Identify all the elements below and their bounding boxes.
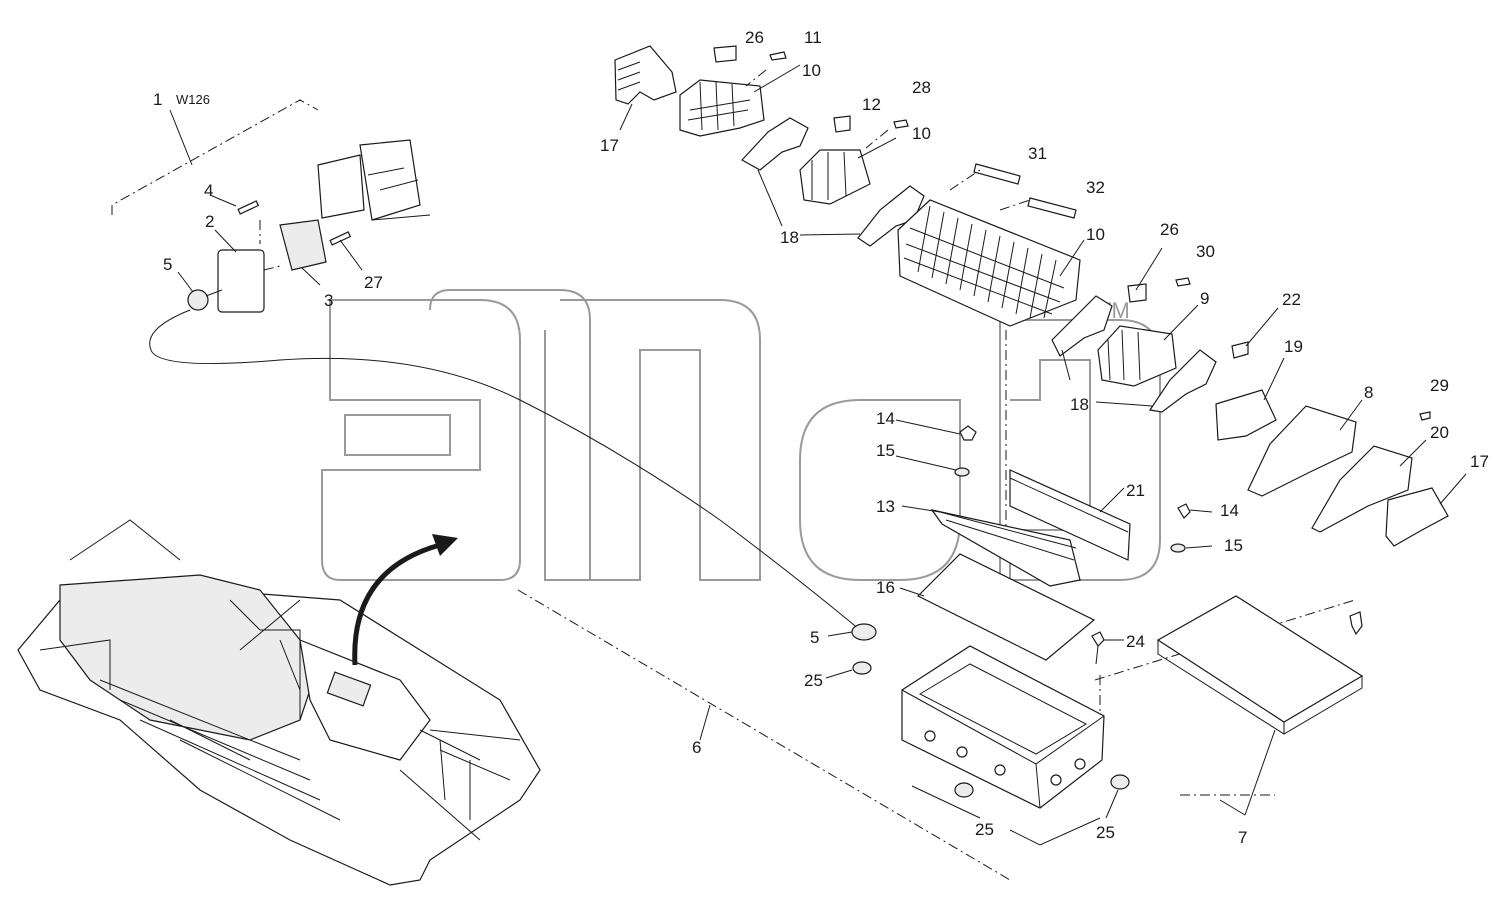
callout-17b: 17 [1470, 452, 1489, 471]
callout-14b: 14 [1220, 501, 1239, 520]
terminal-block-group-right [1051, 277, 1449, 547]
enclosure-box [851, 623, 1130, 809]
callout-1: 1 [153, 90, 162, 109]
plug-25a [852, 661, 872, 675]
callout-9: 9 [1200, 289, 1209, 308]
protective-cap [359, 139, 421, 221]
terminal-block-group-top [614, 45, 925, 247]
end-plate-18d [1148, 349, 1217, 413]
callout-10a: 10 [802, 61, 821, 80]
mounting-hardware [916, 425, 1191, 661]
label-30 [1175, 277, 1191, 287]
din-rail-13 [930, 509, 1081, 587]
washer-15b [1170, 543, 1186, 553]
callout-16: 16 [876, 578, 895, 597]
callout-26a: 26 [745, 28, 764, 47]
marker-strip-31 [973, 163, 1021, 185]
callout-2: 2 [205, 212, 214, 231]
callout-22: 22 [1282, 290, 1301, 309]
callout-10c: 10 [1086, 225, 1105, 244]
terminal-strip-10c [897, 163, 1081, 560]
plug-25b [954, 782, 974, 798]
screw-14a [959, 425, 977, 441]
callout-29: 29 [1430, 376, 1449, 395]
group-bracket-6 [517, 589, 1011, 881]
marker-22 [1231, 341, 1249, 359]
callout-10b: 10 [912, 124, 931, 143]
callout-26b: 26 [1160, 220, 1179, 239]
callout-28: 28 [912, 78, 931, 97]
junction-box-location [326, 671, 372, 707]
mounting-plate-16 [916, 553, 1096, 661]
end-plate-18c [1051, 295, 1113, 357]
callout-11: 11 [804, 28, 822, 47]
harness-code-label: W126 [176, 92, 210, 107]
terminal-8 [1247, 405, 1357, 497]
label-28 [893, 119, 909, 129]
pin-27 [329, 231, 352, 246]
callout-labels: 1 W126 2 3 4 5 5 6 7 8 9 10 10 10 11 12 … [153, 28, 1489, 847]
callout-6: 6 [692, 738, 701, 757]
screw-24 [1091, 631, 1105, 647]
callout-3: 3 [324, 291, 333, 310]
cable-gland-5a [187, 289, 209, 311]
callout-25b: 25 [975, 820, 994, 839]
callout-18b: 18 [1070, 395, 1089, 414]
end-clamp-17a [614, 45, 677, 105]
washer-15a [954, 467, 970, 477]
callout-4: 4 [204, 181, 213, 200]
paver-machine [17, 519, 541, 886]
callout-18a: 18 [780, 228, 799, 247]
end-plate-18b [857, 185, 925, 247]
screw-14b [1177, 503, 1191, 519]
end-clamp-17b [1385, 487, 1449, 547]
connector-housing-2 [217, 249, 265, 313]
callout-19: 19 [1284, 337, 1303, 356]
terminal-block-9 [1097, 325, 1177, 387]
cable-w126 [149, 309, 861, 631]
location-arrow [352, 534, 458, 666]
connector-insert-3 [279, 219, 327, 271]
label-11 [769, 51, 787, 61]
callout-32: 32 [1086, 178, 1105, 197]
jumper-26a [713, 45, 737, 63]
terminal-block-10b [799, 149, 871, 205]
callout-27: 27 [364, 273, 383, 292]
callout-20: 20 [1430, 423, 1449, 442]
callout-24: 24 [1126, 632, 1145, 651]
callout-25c: 25 [1096, 823, 1115, 842]
callout-21: 21 [1126, 481, 1145, 500]
callout-17a: 17 [600, 136, 619, 155]
callout-25a: 25 [804, 671, 823, 690]
end-plate-20 [1311, 445, 1413, 533]
marker-strip-32 [1027, 197, 1077, 219]
callout-12: 12 [862, 95, 881, 114]
callout-5b: 5 [810, 628, 819, 647]
pin-4 [237, 200, 260, 215]
leader-lines [177, 64, 1467, 846]
terminal-block-10a [679, 79, 765, 137]
callout-14a: 14 [876, 409, 895, 428]
callout-13: 13 [876, 497, 895, 516]
jumper-12 [833, 115, 851, 133]
callout-30: 30 [1196, 242, 1215, 261]
enclosure-lid [1156, 595, 1364, 735]
plug-25c [1110, 774, 1130, 790]
label-29 [1419, 411, 1431, 421]
wiring-duct-21 [1009, 469, 1131, 561]
callout-8: 8 [1364, 383, 1373, 402]
end-plate-18a [741, 117, 809, 171]
callout-15b: 15 [1224, 536, 1243, 555]
callout-5a: 5 [163, 255, 172, 274]
callout-15a: 15 [876, 441, 895, 460]
harness-assembly-1 [149, 139, 861, 631]
callout-7: 7 [1238, 828, 1247, 847]
group-bracket-1 [111, 99, 319, 215]
cable-gland-5b [851, 623, 877, 641]
jumper-26b [1127, 283, 1147, 303]
terminal-19 [1215, 389, 1277, 441]
callout-31: 31 [1028, 144, 1047, 163]
